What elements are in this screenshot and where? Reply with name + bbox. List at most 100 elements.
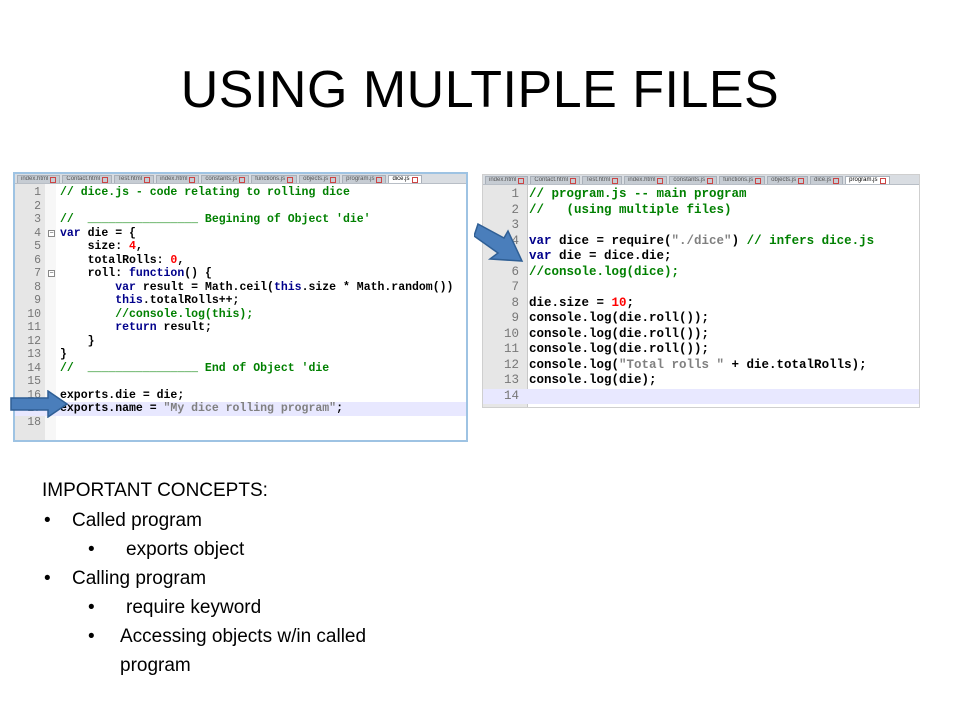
tab-label: Test.html bbox=[118, 176, 143, 182]
concept-item: •Accessing objects w/in called program bbox=[42, 622, 442, 676]
code-line[interactable]: 1// dice.js - code relating to rolling d… bbox=[15, 186, 466, 200]
tab-dice-js[interactable]: dice.js bbox=[810, 176, 844, 184]
concept-text: Accessing objects w/in called program bbox=[120, 626, 367, 676]
tab-index-html[interactable]: index.html bbox=[485, 176, 529, 184]
code-token-number: 0 bbox=[170, 253, 178, 267]
close-icon[interactable] bbox=[879, 177, 886, 184]
tab-constants-js[interactable]: constants.js bbox=[669, 176, 718, 184]
close-icon[interactable] bbox=[833, 177, 840, 184]
close-icon[interactable] bbox=[102, 176, 109, 183]
code-line[interactable]: 13} bbox=[15, 348, 466, 362]
close-icon[interactable] bbox=[50, 176, 57, 183]
code-text: var dice = require("./dice") // infers d… bbox=[529, 234, 874, 250]
close-icon[interactable] bbox=[570, 177, 577, 184]
tab-functions-js[interactable]: functions.js bbox=[719, 176, 766, 184]
tab-objects-js[interactable]: objects.js bbox=[767, 176, 809, 184]
tab-label: functions.js bbox=[255, 176, 286, 182]
code-line[interactable]: 1// program.js -- main program bbox=[483, 187, 919, 203]
tab-label: dice.js bbox=[392, 176, 410, 182]
close-icon[interactable] bbox=[376, 176, 383, 183]
close-icon[interactable] bbox=[657, 177, 664, 184]
line-number: 1 bbox=[34, 186, 41, 199]
bullet-icon: • bbox=[88, 597, 95, 618]
code-token-plain: result = Math.ceil( bbox=[135, 280, 274, 294]
code-line[interactable]: 6 totalRolls: 0, bbox=[15, 254, 466, 268]
close-icon[interactable] bbox=[612, 177, 619, 184]
tab-program-js[interactable]: program.js bbox=[845, 176, 890, 184]
code-line[interactable]: 10 //console.log(this); bbox=[15, 308, 466, 322]
code-line[interactable]: 6//console.log(dice); bbox=[483, 265, 919, 281]
line-number: 9 bbox=[34, 294, 41, 307]
code-token-plain: .size * Math.random()) bbox=[301, 280, 454, 294]
code-line[interactable]: 8 var result = Math.ceil(this.size * Mat… bbox=[15, 281, 466, 295]
close-icon[interactable] bbox=[189, 176, 196, 183]
code-line[interactable]: 2// (using multiple files) bbox=[483, 203, 919, 219]
code-line[interactable]: 3 bbox=[483, 218, 919, 234]
code-line[interactable]: 9 this.totalRolls++; bbox=[15, 294, 466, 308]
tab-functions-js[interactable]: functions.js bbox=[251, 175, 298, 183]
concepts-heading: IMPORTANT CONCEPTS: bbox=[42, 480, 268, 501]
code-line[interactable]: 3// ________________ Begining of Object … bbox=[15, 213, 466, 227]
tab-objects-js[interactable]: objects.js bbox=[299, 175, 341, 183]
code-line[interactable]: 5 size: 4, bbox=[15, 240, 466, 254]
close-icon[interactable] bbox=[287, 176, 294, 183]
tab-index-html[interactable]: index.html bbox=[17, 175, 61, 183]
left-code-area[interactable]: 1// dice.js - code relating to rolling d… bbox=[15, 184, 466, 440]
tab-label: dice.js bbox=[814, 177, 832, 183]
code-line[interactable]: 2 bbox=[15, 200, 466, 214]
close-icon[interactable] bbox=[707, 177, 714, 184]
tab-label: objects.js bbox=[303, 176, 329, 182]
line-number: 2 bbox=[511, 202, 519, 217]
fold-toggle-icon[interactable]: − bbox=[48, 270, 55, 277]
code-token-plain: () { bbox=[184, 267, 212, 280]
code-line[interactable]: 14 bbox=[483, 388, 919, 404]
close-icon[interactable] bbox=[798, 177, 805, 184]
concept-item: • require keyword bbox=[42, 593, 442, 622]
code-token-comment: // ________________ Begining of Object '… bbox=[60, 213, 371, 226]
close-icon[interactable] bbox=[330, 176, 337, 183]
code-line[interactable]: 14// ________________ End of Object 'die bbox=[15, 362, 466, 376]
code-token-keyword: this bbox=[115, 294, 143, 307]
tab-constants-js[interactable]: constants.js bbox=[201, 175, 250, 183]
tab-Contact-html[interactable]: Contact.html bbox=[62, 175, 113, 183]
code-line[interactable]: 11 return result; bbox=[15, 321, 466, 335]
code-line[interactable]: 7 bbox=[483, 280, 919, 296]
fold-toggle-icon[interactable]: − bbox=[48, 229, 55, 237]
code-line[interactable]: 18 bbox=[15, 416, 466, 430]
code-line[interactable]: 5var die = dice.die; bbox=[483, 249, 919, 265]
close-icon[interactable] bbox=[411, 176, 418, 183]
code-line[interactable]: 4−var die = { bbox=[15, 227, 466, 241]
code-line[interactable]: 15 bbox=[15, 375, 466, 389]
tab-index-html[interactable]: index.html bbox=[624, 176, 668, 184]
tab-Test-html[interactable]: Test.html bbox=[114, 175, 155, 183]
close-icon[interactable] bbox=[144, 176, 151, 183]
line-number: 18 bbox=[27, 415, 41, 429]
close-icon[interactable] bbox=[239, 176, 246, 183]
code-line[interactable]: 12 } bbox=[15, 335, 466, 349]
close-icon[interactable] bbox=[518, 177, 525, 184]
code-token-plain: totalRolls: bbox=[60, 253, 171, 267]
dice-js-editor[interactable]: index.html Contact.html Test.html index.htm… bbox=[13, 172, 468, 442]
tab-Test-html[interactable]: Test.html bbox=[582, 176, 623, 184]
close-icon[interactable] bbox=[755, 177, 762, 184]
code-line[interactable]: 7− roll: function() { bbox=[15, 267, 466, 281]
tab-index-html[interactable]: index.html bbox=[156, 175, 200, 183]
tab-label: index.html bbox=[21, 176, 49, 182]
line-number: 6 bbox=[34, 253, 41, 267]
code-line[interactable]: 17exports.name = "My dice rolling progra… bbox=[15, 402, 466, 416]
tab-program-js[interactable]: program.js bbox=[342, 175, 387, 183]
tab-dice-js[interactable]: dice.js bbox=[388, 175, 422, 183]
tab-Contact-html[interactable]: Contact.html bbox=[530, 176, 581, 184]
bullet-icon: • bbox=[44, 510, 51, 531]
